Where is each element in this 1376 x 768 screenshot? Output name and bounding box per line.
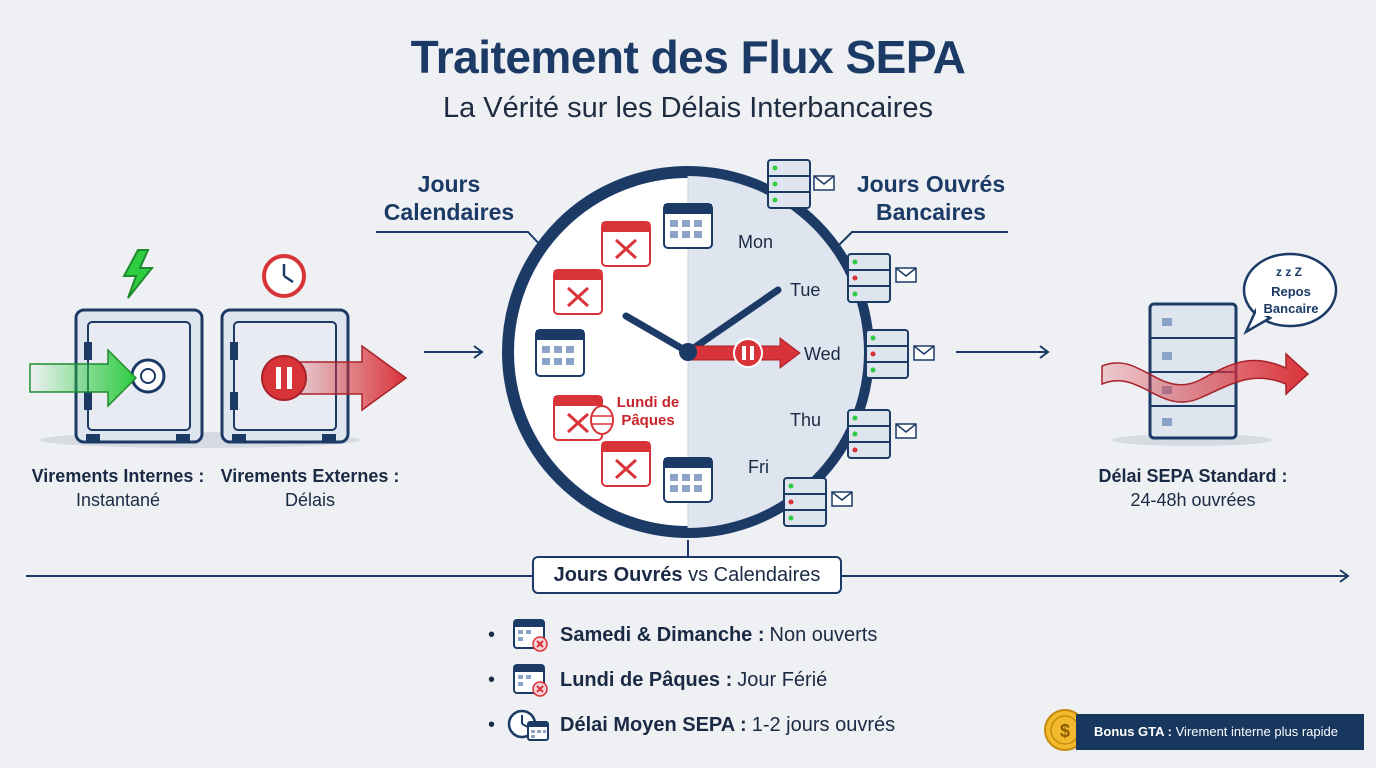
internal-transfer-caption: Virements Internes : Instantané (18, 464, 218, 512)
bullet-delay-text: 1-2 jours ouvrés (751, 714, 896, 736)
timer-icon (262, 254, 306, 298)
sepa-standard-label: Délai SEPA Standard : (1098, 466, 1288, 486)
wavy-arrow-icon (1101, 352, 1310, 403)
green-arrow-icon (29, 348, 138, 408)
day-label-wed: Wed (804, 344, 841, 364)
server-icon (847, 253, 917, 303)
easter-egg-icon (590, 405, 614, 435)
rest-bubble-text: Repos Bancaire (1263, 284, 1319, 316)
server-icon (783, 477, 853, 527)
calendar-label-connector (376, 231, 546, 251)
server-icon (865, 329, 935, 379)
day-label-thu: Thu (790, 410, 822, 430)
calendar-icon (535, 329, 585, 377)
page-title: Traitement des Flux SEPA (410, 31, 966, 83)
comparison-rest: vs Calendaires (688, 564, 821, 586)
calendar-icon (663, 457, 713, 503)
calendar-days-label: Jours Calendaires (383, 171, 515, 225)
business-label-connector (837, 231, 1008, 247)
easter-monday-label: Lundi de Pâques (616, 394, 680, 429)
bullet-easter-text: Jour Férié (737, 669, 828, 691)
lightning-icon (122, 249, 155, 299)
bullet-dot: • (488, 714, 496, 736)
server-rest-icon (1112, 302, 1272, 446)
internal-transfer-label: Virements Internes : (31, 466, 205, 486)
bullet-weekend-bold: Samedi & Dimanche : (560, 624, 765, 646)
calendar-x-icon (513, 664, 548, 697)
server-stacks (767, 159, 935, 527)
sepa-standard-caption: Délai SEPA Standard : 24-48h ouvrées (1086, 464, 1300, 512)
external-transfer-label: Virements Externes : (220, 466, 400, 486)
bullet-dot: • (488, 669, 496, 691)
bullet-weekend: • Samedi & Dimanche : Non ouverts (488, 618, 877, 652)
pause-icon (261, 355, 307, 401)
bonus-banner: Bonus GTA : Virement interne plus rapide (1076, 714, 1364, 750)
bullet-easter-bold: Lundi de Pâques : (560, 669, 733, 691)
calendar-x-icon (601, 221, 651, 267)
bullet-delay: • Délai Moyen SEPA : 1-2 jours ouvrés (488, 708, 895, 742)
comparison-label: Jours Ouvrés vs Calendaires (532, 556, 842, 594)
comparison-bold: Jours Ouvrés (553, 564, 683, 586)
day-label-tue: Tue (790, 280, 821, 300)
bullet-weekend-text: Non ouverts (769, 624, 878, 646)
bonus-text: Virement interne plus rapide (1175, 724, 1338, 739)
red-arrow-icon (299, 344, 408, 412)
server-icon (767, 159, 835, 209)
day-label-fri: Fri (748, 457, 769, 477)
zzz-icon: z z Z (1276, 265, 1302, 279)
calendar-icon (663, 203, 713, 249)
page-subtitle: La Vérité sur les Délais Interbancaires (442, 92, 933, 124)
calendar-x-icon (601, 441, 651, 487)
business-days-label: Jours Ouvrés Bancaires (856, 171, 1006, 225)
speech-bubble (1242, 252, 1338, 336)
bonus-bold: Bonus GTA : (1094, 724, 1172, 739)
sepa-standard-value: 24-48h ouvrées (1130, 490, 1256, 510)
server-icon (847, 409, 917, 459)
svg-text:$: $ (1060, 721, 1070, 741)
external-transfer-caption: Virements Externes : Délais (210, 464, 410, 512)
bullet-dot: • (488, 624, 496, 646)
bullet-delay-bold: Délai Moyen SEPA : (560, 714, 747, 736)
timeline (26, 540, 1350, 583)
calendar-x-icon (513, 619, 548, 652)
arrow-right (956, 345, 1050, 359)
external-transfer-value: Délais (284, 490, 336, 510)
internal-transfer-value: Instantané (75, 490, 161, 510)
bullet-easter: • Lundi de Pâques : Jour Férié (488, 663, 827, 697)
calendar-x-icon (553, 269, 603, 315)
arrow-left (424, 345, 484, 359)
day-label-mon: Mon (738, 232, 774, 252)
clock-calendar-icon (507, 709, 549, 741)
calendar-icons (535, 203, 713, 503)
pause-icon-clock (733, 338, 763, 368)
